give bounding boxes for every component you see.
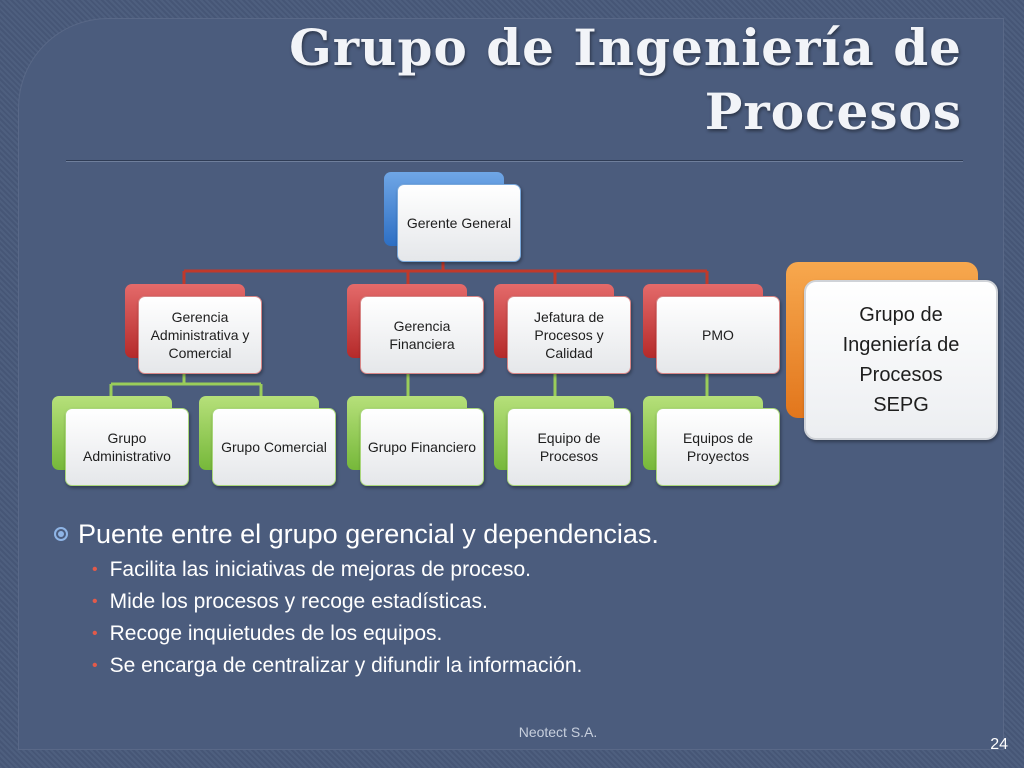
title-divider xyxy=(66,160,963,162)
node-sepg: Grupo de Ingeniería de Procesos SEPG xyxy=(804,280,998,440)
node-equipo-procesos: Equipo de Procesos xyxy=(507,408,631,486)
sub-bullet: • Recoge inquietudes de los equipos. xyxy=(92,618,954,650)
sub-bullet-text: Facilita las iniciativas de mejoras de p… xyxy=(109,558,531,581)
slide-title: Grupo de Ingeniería de Procesos xyxy=(289,18,962,141)
bullet-list: Puente entre el grupo gerencial y depend… xyxy=(54,514,954,682)
sub-bullet: • Se encarga de centralizar y difundir l… xyxy=(92,650,954,682)
node-gerencia-administrativa: Gerencia Administrativa y Comercial xyxy=(138,296,262,374)
bullet-dot-icon: • xyxy=(92,561,98,578)
sub-bullet: • Facilita las iniciativas de mejoras de… xyxy=(92,554,954,586)
node-gerencia-financiera: Gerencia Financiera xyxy=(360,296,484,374)
sub-bullet-text: Se encarga de centralizar y difundir la … xyxy=(109,654,583,677)
node-grupo-administrativo: Grupo Administrativo xyxy=(65,408,189,486)
bullet-dot-icon: • xyxy=(92,593,98,610)
node-pmo: PMO xyxy=(656,296,780,374)
sub-bullet: • Mide los procesos y recoge estadística… xyxy=(92,586,954,618)
node-gerente-general: Gerente General xyxy=(397,184,521,262)
sub-bullet-text: Mide los procesos y recoge estadísticas. xyxy=(109,590,488,613)
sub-bullet-text: Recoge inquietudes de los equipos. xyxy=(109,622,443,645)
node-grupo-financiero: Grupo Financiero xyxy=(360,408,484,486)
page-number: 24 xyxy=(990,736,1008,753)
bullet-main-text: Puente entre el grupo gerencial y depend… xyxy=(78,519,659,549)
node-grupo-comercial: Grupo Comercial xyxy=(212,408,336,486)
node-jefatura-procesos: Jefatura de Procesos y Calidad xyxy=(507,296,631,374)
bullet-dot-icon: • xyxy=(92,625,98,642)
bullet-main: Puente entre el grupo gerencial y depend… xyxy=(54,514,954,554)
bullet-dot-icon: • xyxy=(92,657,98,674)
node-equipos-proyectos: Equipos de Proyectos xyxy=(656,408,780,486)
footer-company: Neotect S.A. xyxy=(518,724,598,740)
bullet-circle-icon xyxy=(54,527,68,541)
